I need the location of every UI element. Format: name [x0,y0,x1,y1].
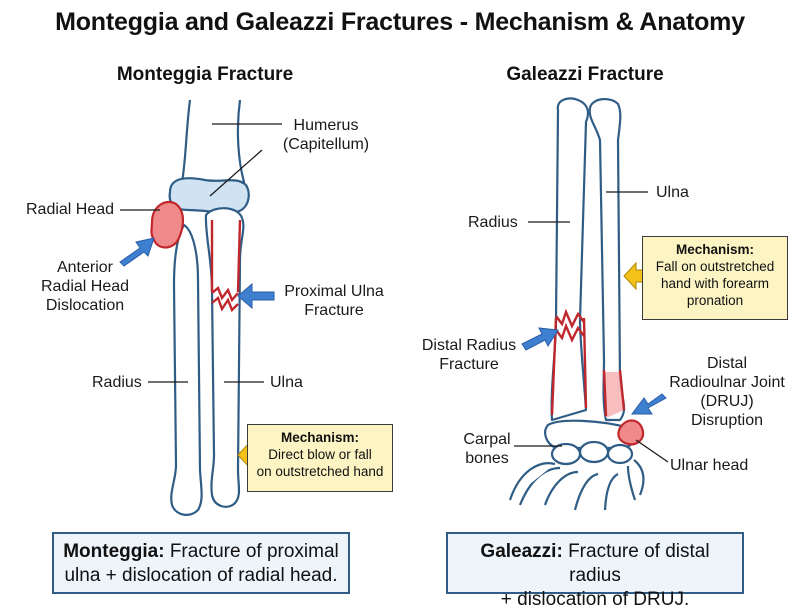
mechanism-line: Fall on outstretched [655,259,775,274]
galeazzi-illustration [508,97,645,511]
humerus-bone [180,99,246,184]
mechanism-box-monteggia: Mechanism: Direct blow or fall on outstr… [247,424,393,492]
radius-bone-monteggia [170,223,203,516]
mechanism-box-galeazzi: Mechanism: Fall on outstretched hand wit… [642,236,788,320]
label-druj-disruption: Distal Radioulnar Joint (DRUJ) Disruptio… [669,355,785,429]
galeazzi-arrows [521,261,667,415]
ulnar-head-dislocated [617,419,645,446]
summary-term: Monteggia: [63,541,165,562]
summary-text: Fracture of proximal [164,541,339,562]
monteggia-illustration [150,99,250,516]
mechanism-line: hand with forearm [660,276,770,291]
mechanism-title: Mechanism: [675,242,755,257]
carpal-bones [508,419,645,511]
proximal-ulna-fracture-lines [210,219,242,313]
monteggia-leader-lines [120,123,282,383]
summary-text: Fracture of distal radius [562,541,710,586]
arrow-icon-radial-dislocation [119,237,155,267]
label-anterior-dislocation: Anterior Radial Head Dislocation [40,259,130,314]
arrow-icon-druj [631,393,667,415]
label-ulna-galeazzi: Ulna [656,184,689,201]
summary-box-monteggia: Monteggia: Fracture of proximal ulna + d… [52,532,350,594]
radial-head-dislocated [150,200,185,249]
radius-bone-galeazzi [550,97,589,422]
summary-box-galeazzi: Galeazzi: Fracture of distal radius + di… [446,532,744,610]
label-distal-radius-fracture: Distal Radius Fracture [421,337,517,373]
summary-text: ulna + dislocation of radial head. [64,565,338,586]
mechanism-title: Mechanism: [280,430,360,445]
druj-disruption-shade [604,372,624,418]
monteggia-arrows [119,237,275,470]
mechanism-line: Direct blow or fall [268,447,372,462]
label-radius-monteggia: Radius [92,374,142,391]
mechanism-line: pronation [686,293,744,308]
mechanism-line: on outstretched hand [256,464,384,479]
ulna-bone-galeazzi [588,98,626,422]
label-ulna-monteggia: Ulna [270,374,303,391]
monteggia-subtitle: Monteggia Fracture [116,64,294,85]
summary-term: Galeazzi: [480,541,563,562]
capitellum [168,177,250,214]
label-radius-galeazzi: Radius [468,214,518,231]
label-humerus: Humerus (Capitellum) [282,117,370,153]
label-carpal-bones: Carpal bones [463,431,511,467]
arrow-icon-radius-fracture [521,327,559,351]
page-title: Monteggia and Galeazzi Fractures - Mecha… [55,8,745,36]
label-radial-head: Radial Head [26,201,115,218]
label-proximal-ulna-fracture: Proximal Ulna Fracture [284,283,384,319]
label-ulnar-head: Ulnar head [670,457,749,474]
galeazzi-subtitle: Galeazzi Fracture [506,64,664,85]
arrow-icon-ulna-fracture [237,282,275,310]
galeazzi-leader-lines [514,191,669,463]
